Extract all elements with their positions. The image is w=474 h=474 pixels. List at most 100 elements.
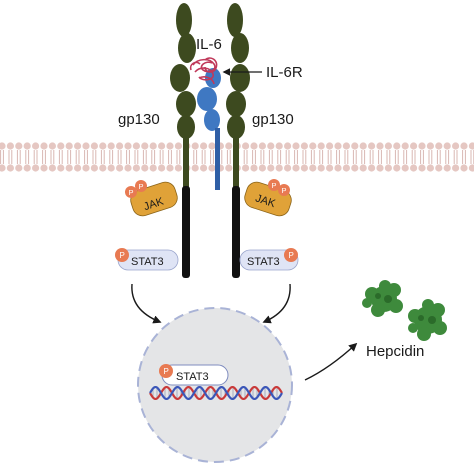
gp130-left-tail [182,186,190,278]
jak-left-phospho-2 [135,180,147,192]
lipid-head [124,142,132,150]
gp130-left-domain-3 [170,64,190,92]
lipid-head [292,164,300,172]
jak-right-phospho-2-label: P [282,186,287,195]
stat3-left-phospho-label: P [120,251,125,260]
gp130-right-tail [232,186,240,278]
jak-right-phospho-1 [268,179,280,191]
gp130-right-domain-1 [227,3,243,37]
lipid-head [359,142,367,150]
stat3-left-phospho [115,248,129,262]
lipid-head [132,164,140,172]
hepcidin-arrow [304,342,358,381]
lipid-head [141,164,149,172]
lipid-head [174,142,182,150]
lipid-head [342,142,350,150]
lipid-head [31,142,40,150]
stat3-left-label: STAT3 [131,256,164,268]
lipid-head [107,164,115,172]
lipid-head [124,164,132,172]
lipid-head [284,142,292,150]
lipid-head [317,142,325,150]
lipid-head [300,142,308,150]
lipid-head [326,142,334,150]
lipid-head [31,164,40,172]
gp130-left-receptor [170,3,196,278]
lipid-head [275,142,283,150]
lipid-head [191,164,199,172]
hepcidin-protein [362,280,447,341]
jak-left-phospho-1 [125,186,137,198]
lipid-head [258,142,266,150]
stat3-left: P STAT3 [115,248,179,271]
lipid-head [376,142,384,150]
lipid-head [23,164,31,172]
gp130-right-stem [233,138,239,188]
lipid-head [200,164,208,172]
lipid-head [107,142,115,150]
gp130-right-label: gp130 [252,111,294,128]
jak-left: JAK P P [125,180,178,217]
lipid-head [225,142,233,150]
lipid-head [334,164,342,172]
lipid-head [376,164,384,172]
lipid-head [460,142,468,150]
jak-left-phospho-2-label: P [139,182,144,191]
lipid-head [116,142,124,150]
lipid-head [132,142,140,150]
lipid-head [158,142,166,150]
lipid-head [82,164,90,172]
lipid-head [158,164,166,172]
lipid-head [284,164,292,172]
lipid-head [65,164,73,172]
lipid-head [200,142,208,150]
gp130-right-domain-2 [231,33,249,63]
lipid-head [250,164,258,172]
lipid-head [426,164,434,172]
lipid-head [460,164,468,172]
lipid-head [443,164,451,172]
lipid-head [174,164,182,172]
gp130-right-receptor [226,3,250,278]
gp130-left-domain-4 [176,91,196,117]
lipid-head [116,164,124,172]
lipid-head [368,142,376,150]
lipid-head [452,142,460,150]
lipid-head [82,142,90,150]
lipid-head [368,164,376,172]
lipid-head [435,164,443,172]
lipid-head [317,164,325,172]
lipid-head [384,142,392,150]
stat3-right: P STAT3 [239,248,299,271]
lipid-head [149,142,157,150]
stat3-nucleus-label: STAT3 [176,371,209,383]
lipid-head [57,142,65,150]
lipid-head [401,142,409,150]
lipid-head [166,164,174,172]
hepcidin-label: Hepcidin [366,343,424,360]
lipid-head [225,164,233,172]
il6r-domain-2 [197,87,217,111]
lipid-head [351,164,359,172]
lipid-head [250,142,258,150]
lipid-head [300,164,308,172]
lipid-head [292,142,300,150]
lipid-head [99,142,107,150]
lipid-head [393,164,401,172]
lipid-head [334,142,342,150]
lipid-head [208,164,216,172]
lipid-head [418,164,426,172]
lipid-head [208,142,216,150]
lipid-head [309,164,317,172]
lipid-head [141,142,149,150]
lipid-head [267,142,275,150]
lipid-head [99,164,107,172]
lipid-head [242,142,250,150]
lipid-head [443,142,451,150]
lipid-head [166,142,174,150]
stat3-right-phospho [284,248,298,262]
lipid-head [309,142,317,150]
stat3-right-label: STAT3 [247,256,280,268]
lipid-head [48,142,57,150]
